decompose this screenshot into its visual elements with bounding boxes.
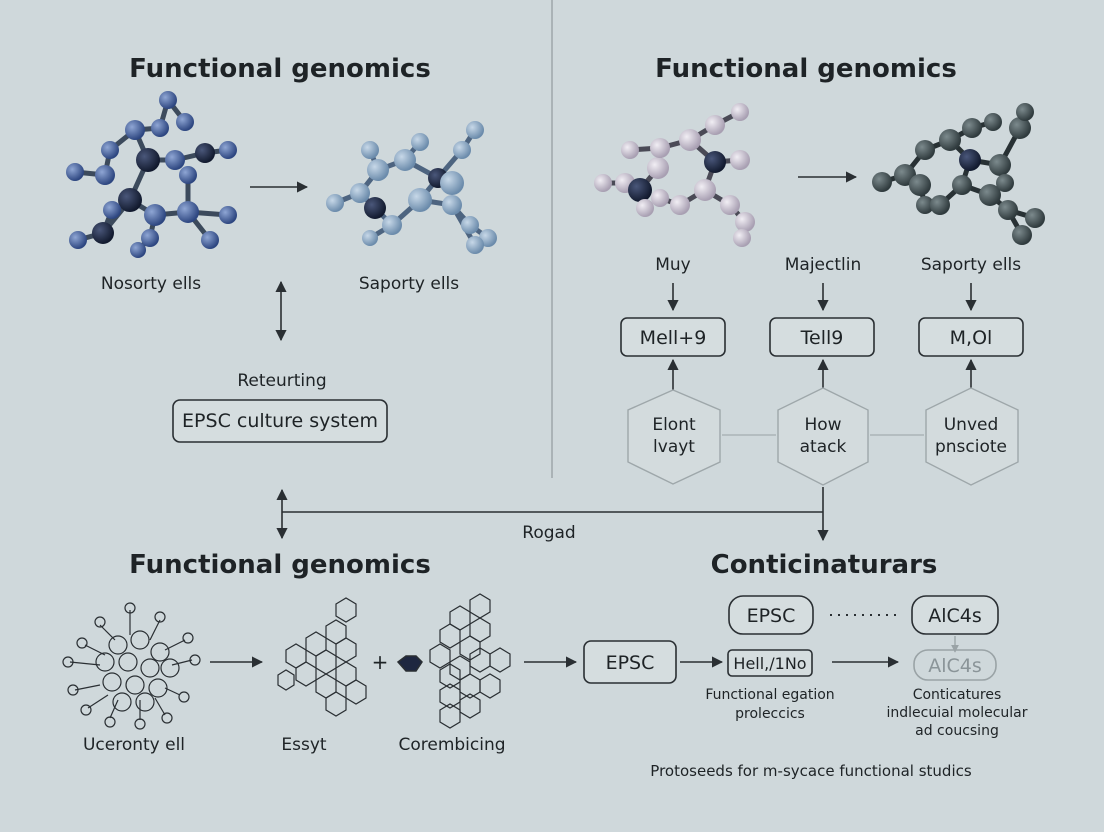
bottom-epsc-box bbox=[583, 640, 677, 684]
box-mol bbox=[918, 317, 1024, 357]
label-nosorty-ells: Nosorty ells bbox=[101, 274, 201, 294]
caption-conticatures-line3: ad coucsing bbox=[915, 723, 999, 739]
bottom-epsc-box-label: EPSC bbox=[606, 652, 655, 674]
column-label-saporty-ells: Saporty ells bbox=[921, 255, 1021, 275]
caption-functional-line2: proleccics bbox=[735, 706, 805, 722]
box-tell9-label: Tell9 bbox=[800, 327, 844, 349]
hex-cluster-essyt bbox=[277, 597, 367, 717]
hell-box bbox=[727, 649, 813, 677]
hex-node-unved: Unved pnsciote bbox=[925, 387, 1019, 486]
caption-functional-line1: Functional egation bbox=[705, 687, 834, 703]
box-mell9 bbox=[620, 317, 726, 357]
epsc-pill-label: EPSC bbox=[747, 605, 796, 627]
alc4s-pill bbox=[911, 595, 999, 635]
box-mol-label: M,Ol bbox=[950, 327, 993, 349]
label-essyt: Essyt bbox=[281, 735, 327, 755]
label-corembicing: Corembicing bbox=[398, 735, 505, 755]
molecule-slate bbox=[872, 103, 1045, 245]
connector-label-rogad: Rogad bbox=[522, 523, 575, 543]
epsc-culture-system-label: EPSC culture system bbox=[182, 410, 378, 432]
molecule-navy bbox=[66, 91, 237, 258]
bottom-left-title: Functional genomics bbox=[129, 550, 431, 580]
epsc-pill bbox=[728, 595, 814, 635]
top-right-title: Functional genomics bbox=[655, 54, 957, 84]
epsc-culture-system-box bbox=[172, 399, 388, 443]
top-left-title: Functional genomics bbox=[129, 54, 431, 84]
hell-box-label: Hell,/1No bbox=[733, 654, 806, 673]
label-reteurting: Reteurting bbox=[237, 371, 326, 391]
hex-node-how-line1: How bbox=[804, 415, 841, 435]
hex-node-elont-line2: lvayt bbox=[653, 437, 695, 457]
molecule-lavender bbox=[594, 103, 755, 247]
footer-text: Protoseeds for m-sycace functional studi… bbox=[650, 762, 972, 780]
column-label-majectlin: Majectlin bbox=[785, 255, 862, 275]
box-tell9 bbox=[769, 317, 875, 357]
alc4s-pill-label: AlC4s bbox=[928, 605, 982, 627]
alc4s-faint-label: AlC4s bbox=[928, 655, 982, 677]
hex-cluster-corembicing bbox=[429, 593, 511, 729]
hex-node-unved-line1: Unved bbox=[944, 415, 999, 435]
plus-sign: + bbox=[372, 650, 389, 674]
hex-node-unved-line2: pnsciote bbox=[935, 437, 1007, 457]
alc4s-faint-pill bbox=[913, 649, 997, 681]
hex-node-elont-line1: Elont bbox=[652, 415, 696, 435]
hex-node-how-line2: atack bbox=[800, 437, 847, 457]
label-saporty-ells-left: Saporty ells bbox=[359, 274, 459, 294]
dark-hex-icon bbox=[396, 655, 423, 672]
caption-conticatures-line2: indlecuial molecular bbox=[886, 705, 1027, 721]
bottom-right-title: Conticinaturars bbox=[711, 550, 938, 580]
network-uceronty bbox=[62, 602, 201, 730]
hex-node-how: How atack bbox=[777, 387, 869, 486]
label-uceronty-ell: Uceronty ell bbox=[83, 735, 185, 755]
caption-conticatures-line1: Conticatures bbox=[913, 687, 1002, 703]
hex-node-elont: Elont lvayt bbox=[627, 389, 721, 485]
molecule-light-blue bbox=[326, 121, 497, 254]
box-mell9-label: Mell+9 bbox=[640, 327, 707, 349]
column-label-muy: Muy bbox=[655, 255, 691, 275]
